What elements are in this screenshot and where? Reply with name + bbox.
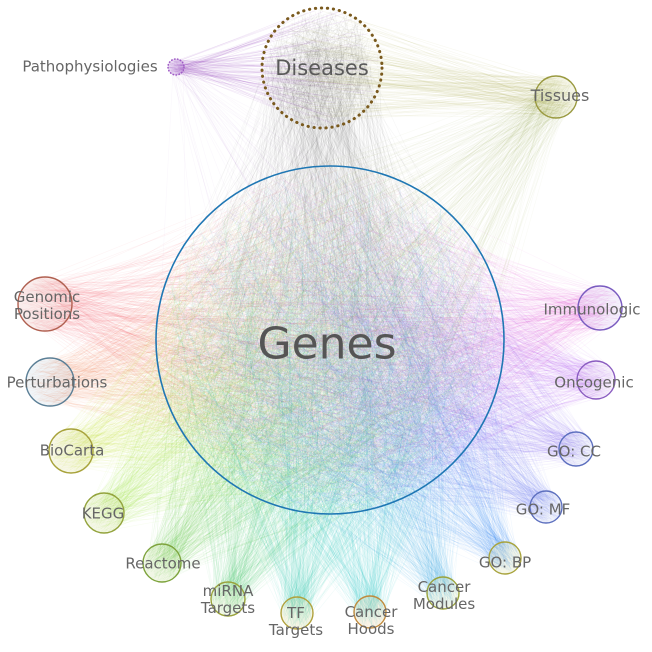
- edge-bundle-immunologic-genes: [160, 176, 622, 514]
- node-circle-mirna-targets[interactable]: [210, 581, 246, 617]
- edge-bundle-cancer-modules-genes: [170, 175, 498, 609]
- node-circle-go-mf[interactable]: [529, 490, 563, 524]
- node-circle-tissues[interactable]: [534, 75, 578, 119]
- edge-bundle-pathophysiologies-diseases: [167, 10, 380, 127]
- edge-bundle-mirna-targets-genes: [159, 176, 502, 616]
- node-circle-genes[interactable]: [155, 165, 505, 515]
- edge-bundle-reactome-genes: [144, 178, 497, 582]
- node-circle-cancer-hoods[interactable]: [353, 595, 387, 629]
- node-circle-biocarta[interactable]: [48, 428, 94, 474]
- node-circle-kegg[interactable]: [83, 492, 125, 534]
- node-circle-cancer-modules[interactable]: [426, 576, 460, 610]
- node-circle-genomic-positions[interactable]: [17, 276, 73, 332]
- node-circle-immunologic[interactable]: [577, 285, 623, 331]
- node-circle-pathophysiologies[interactable]: [167, 58, 185, 76]
- node-circle-tf-targets[interactable]: [280, 596, 314, 630]
- edge-bundle-go-cc-genes: [158, 167, 593, 509]
- edge-bundle-go-mf-genes: [162, 171, 562, 524]
- edge-bundle-biocarta-genes: [49, 170, 497, 508]
- node-circle-go-bp[interactable]: [488, 541, 522, 575]
- node-circle-diseases[interactable]: [260, 6, 384, 130]
- node-circle-perturbations[interactable]: [25, 357, 75, 407]
- node-circle-go-cc[interactable]: [558, 431, 594, 467]
- edge-bundle-oncogenic-genes: [157, 170, 615, 511]
- edge-bundle-pathophysiologies-genes: [159, 59, 487, 473]
- edge-bundle-genomic-positions-genes: [19, 169, 504, 507]
- node-circle-oncogenic[interactable]: [576, 360, 616, 400]
- edge-bundle-cancer-hoods-genes: [160, 171, 493, 628]
- edge-bundle-tissues-genes: [159, 76, 576, 504]
- edge-bundle-kegg-genes: [84, 171, 501, 533]
- node-circle-reactome[interactable]: [142, 543, 182, 583]
- edge-bundle-perturbations-genes: [26, 169, 498, 500]
- edge-bundle-diseases-diseases: [264, 9, 382, 129]
